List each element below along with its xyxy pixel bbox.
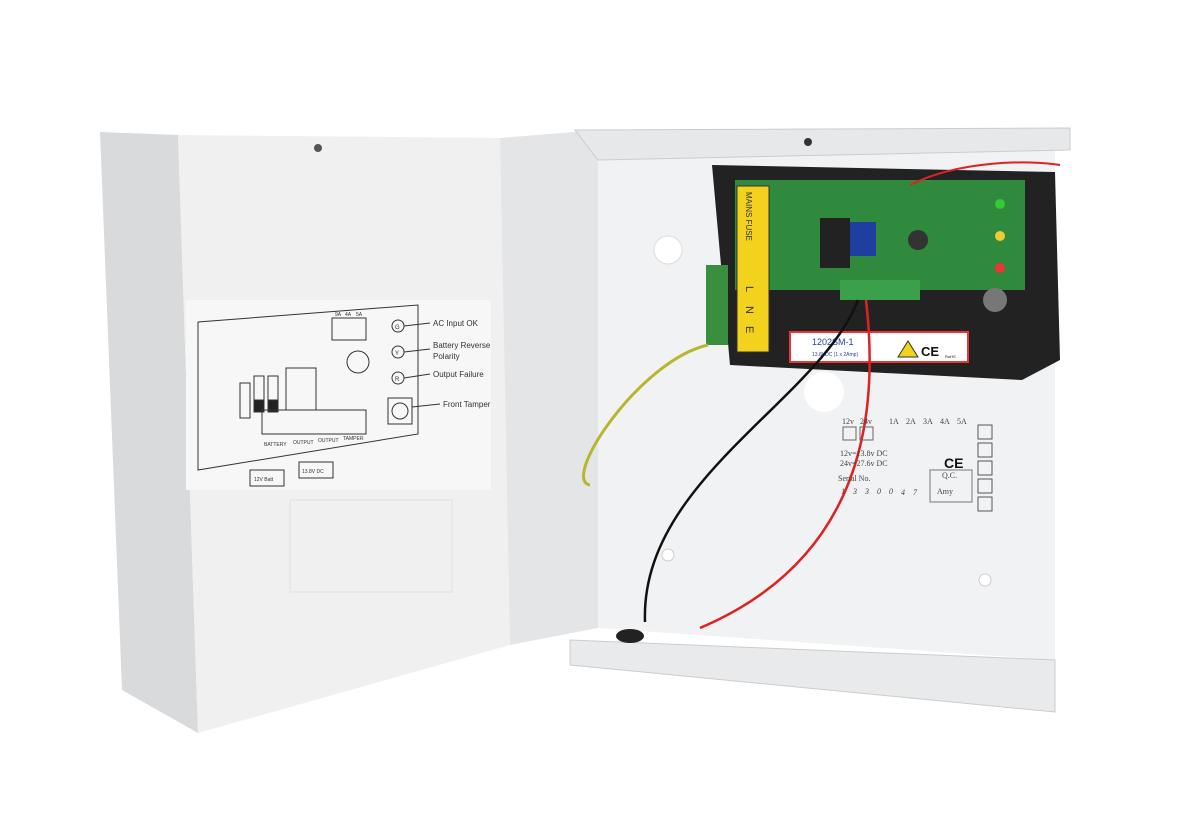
label-ac-input-ok: AC Input OK xyxy=(433,319,479,328)
serial-digit: 4 xyxy=(901,488,905,497)
current-4a: 4A xyxy=(940,417,950,426)
current-5a: 5A xyxy=(957,417,967,426)
qc-name: Amy xyxy=(937,487,953,496)
label-output-failure: Output Failure xyxy=(433,370,484,379)
led-y: Y xyxy=(395,351,399,357)
label-polarity: Polarity xyxy=(433,352,460,361)
qc-sticker: 12v 24v 1A 2A 3A 4A 5A 12v=13.8v DC 24v=… xyxy=(838,417,993,512)
voltage-12: 12v xyxy=(842,417,854,426)
terminal-tamper: TAMPER xyxy=(343,436,364,442)
output-box-label: 13.8V DC xyxy=(302,469,324,475)
mains-fuse-label: MAINS FUSE xyxy=(744,192,753,241)
ce-mark-sticker: CE xyxy=(944,455,963,471)
ce-mark: CE xyxy=(921,344,939,359)
serial-digit: 1 xyxy=(841,487,845,496)
mains-n: N xyxy=(743,306,755,314)
current-3a: 3A xyxy=(923,417,933,426)
wires xyxy=(582,161,1061,630)
led-g: G xyxy=(395,325,400,331)
wiring-diagram xyxy=(197,304,441,487)
serial-digit: 0 xyxy=(889,487,893,496)
label-front-tamper: Front Tamper xyxy=(443,400,491,409)
serial-digit: 7 xyxy=(913,488,918,497)
output-rating: 13.8VDC (1 x 2Amp) xyxy=(812,352,858,358)
fuse-label: 4A xyxy=(345,312,352,318)
battery-box-label: 12V Batt xyxy=(254,477,274,483)
led-r: R xyxy=(395,377,400,383)
current-2a: 2A xyxy=(906,417,916,426)
voltage-line-2: 24v=27.6v DC xyxy=(840,459,888,468)
mains-e: E xyxy=(743,326,755,333)
current-1a: 1A xyxy=(889,417,899,426)
fuse-label: 5A xyxy=(356,312,363,318)
rohs-mark: RoHS xyxy=(945,354,956,359)
voltage-24: 24v xyxy=(860,417,872,426)
voltage-line-1: 12v=13.8v DC xyxy=(840,449,888,458)
terminal-output-1: OUTPUT xyxy=(293,440,314,446)
mains-l: L xyxy=(743,286,755,292)
terminal-output-2: OUTPUT xyxy=(318,438,339,444)
serial-digit: 0 xyxy=(877,487,881,496)
enclosure-door xyxy=(100,130,598,733)
qc-label: Q.C. xyxy=(942,471,957,480)
serial-label: Serial No. xyxy=(838,474,870,483)
fuse-label: 9A xyxy=(335,312,342,318)
serial-digit: 3 xyxy=(852,487,857,496)
label-battery-reverse: Battery Reverse xyxy=(433,341,491,350)
terminal-battery: BATTERY xyxy=(264,442,287,448)
serial-digit: 3 xyxy=(864,487,869,496)
psu-module xyxy=(706,165,1060,380)
